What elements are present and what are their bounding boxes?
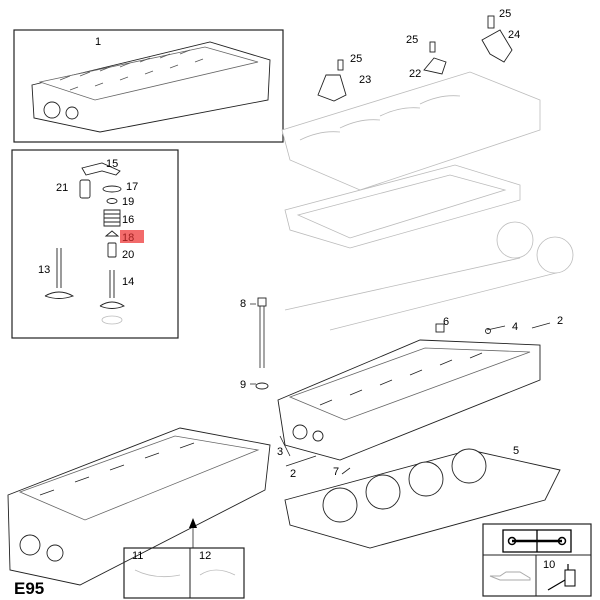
callout-13: 13 [38,264,50,276]
callout-21: 21 [56,182,68,194]
tool-icon [547,564,576,591]
callout-20: 20 [122,249,134,261]
callout-10: 10 [543,559,555,571]
camshaft-housing [281,15,541,249]
cylinder-head-assembly [31,41,271,133]
cylinder-head-lower [7,427,271,586]
callout-25: 25 [350,53,362,65]
valve-train-parts [44,162,125,325]
callout-labels: 1 25 25 25 24 23 22 15 21 17 19 16 18 20… [14,8,563,598]
callout-16: 16 [122,214,134,226]
detail-parts [134,569,236,578]
oil-can-icon [489,571,531,581]
leader-lines [250,303,551,475]
head-gasket [284,448,561,549]
callout-19: 19 [122,196,134,208]
callout-2: 2 [557,315,563,327]
callout-14: 14 [122,276,134,288]
callout-9: 9 [240,379,246,391]
callout-25: 25 [499,8,511,20]
highlight-marker [120,230,144,243]
callout-5: 5 [513,445,519,457]
camshafts [284,221,574,331]
callout-17: 17 [126,181,138,193]
callout-6: 6 [443,316,449,328]
assembly-box [13,29,284,143]
callout-7: 7 [333,466,339,478]
cylinder-head [277,339,541,461]
callout-24: 24 [508,29,520,41]
callout-12: 12 [199,550,211,562]
repair-manual-icon [502,529,572,553]
arrow-head [189,518,197,528]
callout-25: 25 [406,34,418,46]
callout-4: 4 [512,321,518,333]
callout-11: 11 [132,550,143,562]
valve-train-box [11,149,179,339]
callout-2: 2 [290,468,296,480]
detail-box [123,547,245,599]
bolt-and-washer [255,297,491,390]
callout-22: 22 [409,68,421,80]
callout-1: 1 [95,36,101,48]
callout-3: 3 [277,446,283,458]
callout-8: 8 [240,298,246,310]
callout-18-highlighted: 18 [122,232,134,244]
callout-23: 23 [359,74,371,86]
diagram-code: E95 [14,579,44,598]
icon-box [482,523,592,597]
callout-15: 15 [106,158,118,170]
